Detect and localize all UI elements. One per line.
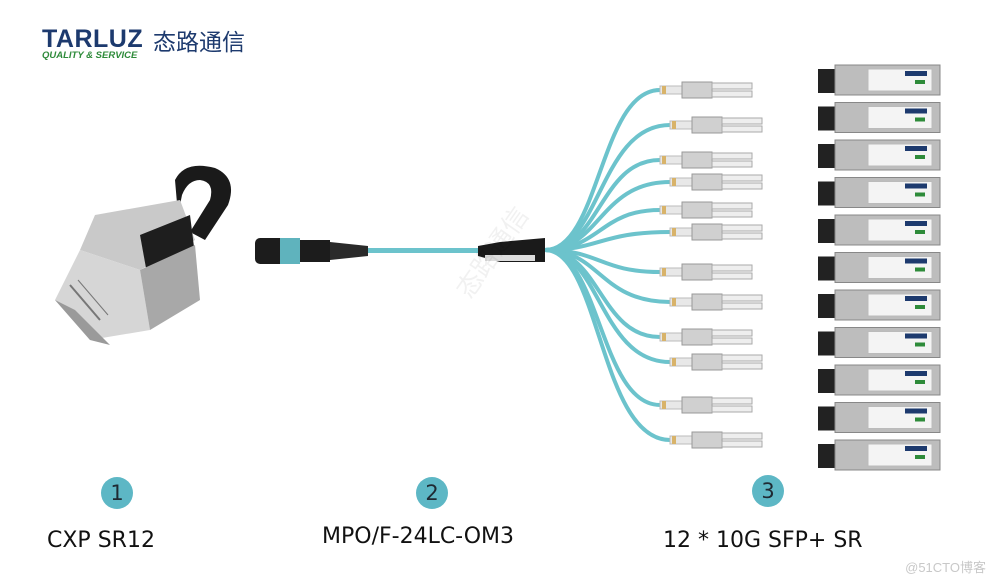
mpo-cable-image xyxy=(255,238,545,264)
lc-ferrule-housing xyxy=(711,202,753,210)
lc-duplex-clip xyxy=(681,328,713,346)
lc-color-band xyxy=(662,86,666,94)
lc-ferrule-housing xyxy=(721,432,763,440)
sfp-label-rohs xyxy=(915,417,925,422)
sfp-label-rohs xyxy=(915,80,925,84)
lc-ferrule-housing xyxy=(711,152,753,160)
sfp-label-logo xyxy=(905,408,927,414)
item-2-number-badge: 2 xyxy=(416,477,448,509)
sfp-label-logo xyxy=(905,371,927,376)
lc-duplex-clip xyxy=(691,293,723,311)
lc-duplex-clip xyxy=(691,173,723,191)
sfp-label-logo xyxy=(905,333,927,339)
sfp-label-logo xyxy=(905,183,927,189)
sfp-label-logo xyxy=(905,71,927,76)
lc-color-band xyxy=(672,436,676,444)
lc-ferrule-housing xyxy=(711,160,753,168)
logo-chinese-name: 态路通信 xyxy=(153,30,245,56)
lc-duplex-clip xyxy=(681,263,713,281)
sfp-label-logo xyxy=(905,296,927,301)
sfp-label-rohs xyxy=(915,117,925,122)
lc-ferrule-housing xyxy=(711,405,753,413)
lc-ferrule-housing xyxy=(721,125,763,133)
lc-ferrule-housing xyxy=(721,232,763,240)
lc-color-band xyxy=(672,228,676,236)
fiber-strand xyxy=(544,158,661,252)
sfp-label-logo xyxy=(905,446,927,451)
lc-ferrule-housing xyxy=(711,90,753,98)
fiber-strand xyxy=(544,88,661,252)
lc-duplex-clip xyxy=(681,201,713,219)
sfp-label-rohs xyxy=(915,305,925,309)
lc-color-band xyxy=(672,121,676,129)
lc-ferrule-housing xyxy=(711,264,753,272)
lc-ferrule-housing xyxy=(721,182,763,190)
logo-tagline: QUALITY & SERVICE xyxy=(42,50,138,61)
lc-ferrule-housing xyxy=(711,272,753,280)
sfp-label-rohs xyxy=(915,342,925,347)
sfp-label-rohs xyxy=(915,155,925,159)
sfp-label-logo xyxy=(905,108,927,114)
lc-color-band xyxy=(672,178,676,186)
sfp-label-rohs xyxy=(915,192,925,197)
item-2-label: MPO/F-24LC-OM3 xyxy=(322,524,515,549)
item-3-label: 12 * 10G SFP+ SR xyxy=(663,528,863,553)
lc-duplex-clip xyxy=(681,151,713,169)
lc-color-band xyxy=(662,268,666,276)
lc-ferrule-housing xyxy=(711,397,753,405)
lc-ferrule-housing xyxy=(711,337,753,345)
lc-ferrule-housing xyxy=(711,329,753,337)
fiber-strand xyxy=(544,248,671,442)
watermark-text: @51CTO博客 xyxy=(905,560,986,575)
lc-duplex-clip xyxy=(691,431,723,449)
sfp-label-logo xyxy=(905,221,927,226)
item-3-number-badge: 3 xyxy=(752,475,784,507)
item-1-label: CXP SR12 xyxy=(47,528,155,553)
lc-ferrule-housing xyxy=(721,294,763,302)
lc-ferrule-housing xyxy=(721,362,763,370)
sfp-modules xyxy=(818,64,941,471)
lc-color-band xyxy=(662,156,666,164)
lc-color-band xyxy=(662,333,666,341)
lc-duplex-clip xyxy=(681,81,713,99)
item-1-number-badge: 1 xyxy=(101,477,133,509)
lc-color-band xyxy=(672,358,676,366)
lc-duplex-clip xyxy=(691,223,723,241)
lc-ferrule-housing xyxy=(711,210,753,218)
lc-ferrule-housing xyxy=(711,82,753,90)
logo-brand: TARLUZ xyxy=(42,25,144,53)
sfp-label-rohs xyxy=(915,267,925,272)
lc-duplex-clip xyxy=(691,353,723,371)
lc-ferrule-housing xyxy=(721,440,763,448)
lc-ferrule-housing xyxy=(721,224,763,232)
lc-ferrule-housing xyxy=(721,354,763,362)
sfp-label-logo xyxy=(905,258,927,264)
cxp-module-image xyxy=(55,165,232,345)
sfp-label-rohs xyxy=(915,230,925,234)
lc-ferrule-housing xyxy=(721,174,763,182)
lc-color-band xyxy=(662,401,666,409)
tarluz-logo: TARLUZ QUALITY & SERVICE xyxy=(42,25,144,62)
lc-duplex-clip xyxy=(681,396,713,414)
lc-ferrule-housing xyxy=(721,302,763,310)
lc-duplex-clip xyxy=(691,116,723,134)
lc-color-band xyxy=(672,298,676,306)
lc-color-band xyxy=(662,206,666,214)
sfp-label-logo xyxy=(905,146,927,151)
sfp-label-rohs xyxy=(915,455,925,459)
sfp-label-rohs xyxy=(915,380,925,384)
fanout-fibers xyxy=(544,81,763,449)
lc-ferrule-housing xyxy=(721,117,763,125)
